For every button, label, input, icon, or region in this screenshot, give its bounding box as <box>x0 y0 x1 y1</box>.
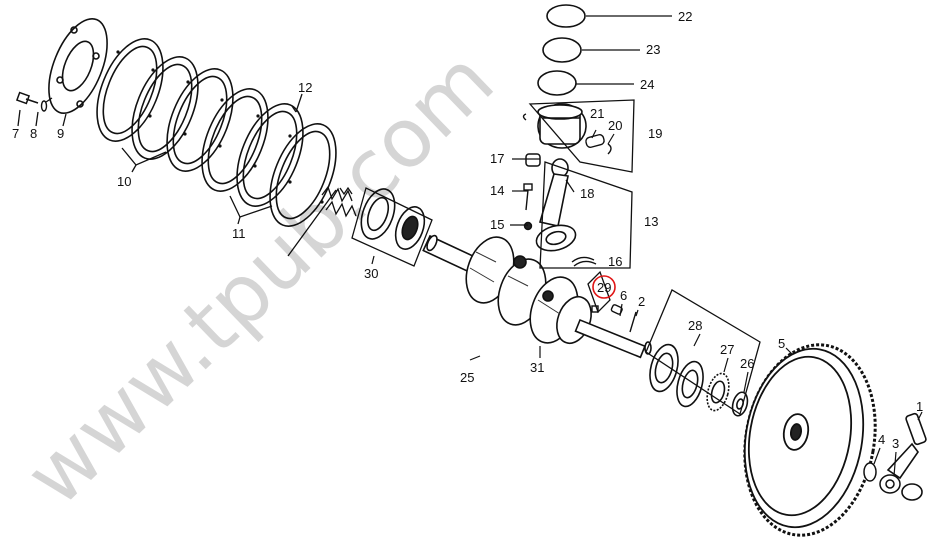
crank-shading <box>469 251 561 315</box>
bearing-cone-part-30 <box>394 206 426 250</box>
label-19: 19 <box>648 126 662 141</box>
label-1: 1 <box>916 399 923 414</box>
leaders-left <box>17 93 303 225</box>
label-17: 17 <box>490 151 504 166</box>
box-part-28 <box>645 289 761 416</box>
ring-part-24 <box>537 70 577 96</box>
bushing-part-17 <box>525 153 541 167</box>
label-20: 20 <box>608 118 622 133</box>
label-27: 27 <box>720 342 734 357</box>
gasket-part-12 <box>269 123 337 227</box>
label-23: 23 <box>646 42 660 57</box>
bearing-cup-part-28 <box>649 343 679 393</box>
nut-part-3 <box>879 474 901 494</box>
label-6: 6 <box>620 288 627 303</box>
piston-part-19 <box>537 103 587 149</box>
label-16: 16 <box>608 254 622 269</box>
label-26: 26 <box>740 356 754 371</box>
label-21: 21 <box>590 106 604 121</box>
rod-part-18 <box>535 158 577 252</box>
bolt-part-14 <box>523 183 533 211</box>
seal-part-26 <box>731 391 749 417</box>
highlight-circle-part-29 <box>592 275 616 299</box>
washer-part-8 <box>40 100 48 112</box>
box-part-29 <box>587 270 611 314</box>
end-cover-part-9 <box>48 17 108 115</box>
pin-part-2 <box>629 311 637 333</box>
label-31: 31 <box>530 360 544 375</box>
gaskets-part-11 <box>201 88 304 207</box>
gaskets-part-10 <box>96 38 234 172</box>
ring-part-22 <box>546 4 586 28</box>
label-22: 22 <box>678 9 692 24</box>
label-30: 30 <box>364 266 378 281</box>
part-labels: 1 2 3 4 5 6 7 8 9 10 11 12 13 14 15 16 1… <box>12 9 923 451</box>
springs <box>321 185 357 218</box>
snap-ring-part-20 <box>607 143 612 155</box>
label-10: 10 <box>117 174 131 189</box>
label-7: 7 <box>12 126 19 141</box>
ring-part-23 <box>542 37 582 63</box>
flywheel-part-5 <box>743 343 877 537</box>
bearing-cup-part-30 <box>360 188 396 240</box>
label-13: 13 <box>644 214 658 229</box>
label-4: 4 <box>878 432 885 447</box>
label-2: 2 <box>638 294 645 309</box>
crankshaft-part-31 <box>422 234 652 359</box>
label-11: 11 <box>232 226 246 241</box>
label-15: 15 <box>490 217 504 232</box>
box-part-30 <box>351 187 433 267</box>
label-18: 18 <box>580 186 594 201</box>
label-25: 25 <box>460 370 474 385</box>
label-9: 9 <box>57 126 64 141</box>
part-29 <box>591 305 599 313</box>
leader-lines <box>45 15 923 477</box>
washer-part-4 <box>863 462 877 482</box>
crank-handle-part-1 <box>886 412 927 501</box>
gasket-holes <box>116 50 324 204</box>
bearing-part-16 <box>571 256 597 267</box>
piston-pin-part-21 <box>585 134 605 148</box>
label-24: 24 <box>640 77 654 92</box>
label-29: 29 <box>597 280 611 295</box>
clip <box>522 113 527 121</box>
box-part-19 <box>528 99 635 173</box>
box-part-25 <box>287 189 337 257</box>
label-28: 28 <box>688 318 702 333</box>
race-part-28 <box>676 360 704 408</box>
label-14: 14 <box>490 183 504 198</box>
label-3: 3 <box>892 436 899 451</box>
label-12: 12 <box>298 80 312 95</box>
nut-part-15 <box>523 221 533 231</box>
label-8: 8 <box>30 126 37 141</box>
label-5: 5 <box>778 336 785 351</box>
box-part-13 <box>539 161 633 269</box>
screw-part-7 <box>15 91 39 105</box>
